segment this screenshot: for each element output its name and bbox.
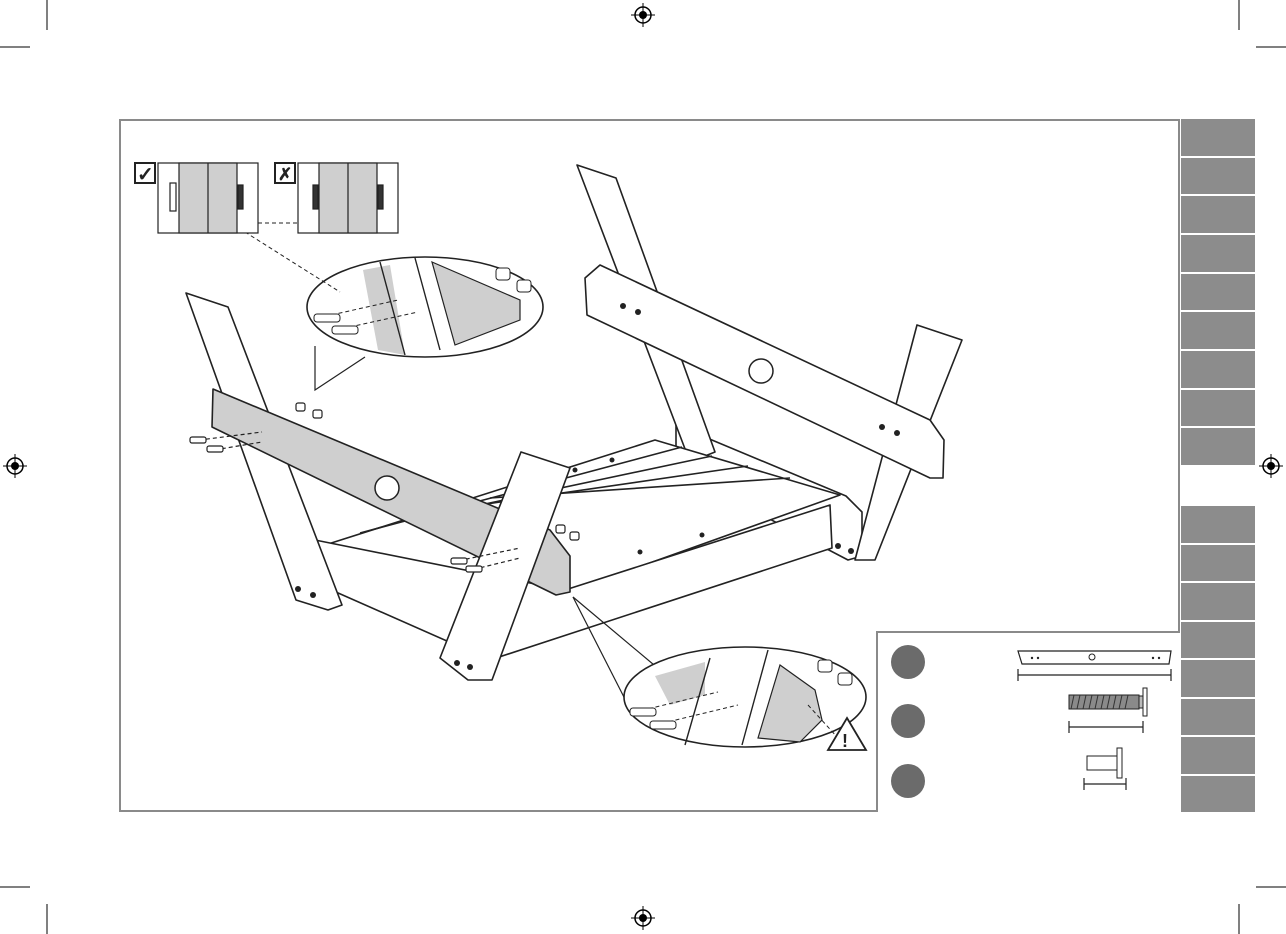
side-tab-top-8 bbox=[1181, 390, 1255, 429]
detail-callout-top bbox=[245, 232, 543, 390]
part-bullet-1 bbox=[891, 645, 925, 679]
side-tab-top-9 bbox=[1181, 428, 1255, 465]
side-tab-bottom-2 bbox=[1181, 545, 1255, 584]
side-tab-bottom-6 bbox=[1181, 699, 1255, 738]
side-tab-top-5 bbox=[1181, 274, 1255, 313]
check-symbol: ✓ bbox=[137, 164, 154, 186]
side-tab-bottom-8 bbox=[1181, 776, 1255, 813]
warning-symbol: ! bbox=[842, 731, 848, 751]
incorrect-example bbox=[298, 163, 398, 233]
correct-example bbox=[158, 163, 258, 233]
side-tab-top-7 bbox=[1181, 351, 1255, 390]
side-tab-bottom-4 bbox=[1181, 622, 1255, 661]
registration-mark-right-icon bbox=[1259, 454, 1283, 478]
side-tab-bottom-3 bbox=[1181, 583, 1255, 622]
cross-symbol: ✗ bbox=[278, 165, 292, 184]
side-tab-bottom-1 bbox=[1181, 506, 1255, 545]
side-tab-top-6 bbox=[1181, 312, 1255, 351]
registration-mark-bottom-icon bbox=[631, 906, 655, 930]
side-tab-top-1 bbox=[1181, 119, 1255, 158]
side-tab-top-3 bbox=[1181, 196, 1255, 235]
registration-mark-left-icon bbox=[3, 454, 27, 478]
parts-panel bbox=[876, 631, 1180, 812]
side-tab-top-2 bbox=[1181, 158, 1255, 197]
check-box-icon: ✓ bbox=[135, 163, 155, 186]
side-tab-bottom-7 bbox=[1181, 737, 1255, 776]
detail-callout-bottom bbox=[573, 597, 866, 747]
registration-mark-top-icon bbox=[631, 3, 655, 27]
barrel-nut-icon bbox=[1081, 743, 1141, 793]
bolt-icon bbox=[1066, 685, 1158, 741]
cross-box-icon: ✗ bbox=[275, 163, 295, 184]
part-bullet-3 bbox=[891, 764, 925, 798]
side-tabs-top bbox=[1181, 119, 1255, 465]
side-tabs-bottom bbox=[1181, 506, 1255, 812]
side-tab-bottom-5 bbox=[1181, 660, 1255, 699]
side-tab-top-4 bbox=[1181, 235, 1255, 274]
part-bullet-2 bbox=[891, 704, 925, 738]
